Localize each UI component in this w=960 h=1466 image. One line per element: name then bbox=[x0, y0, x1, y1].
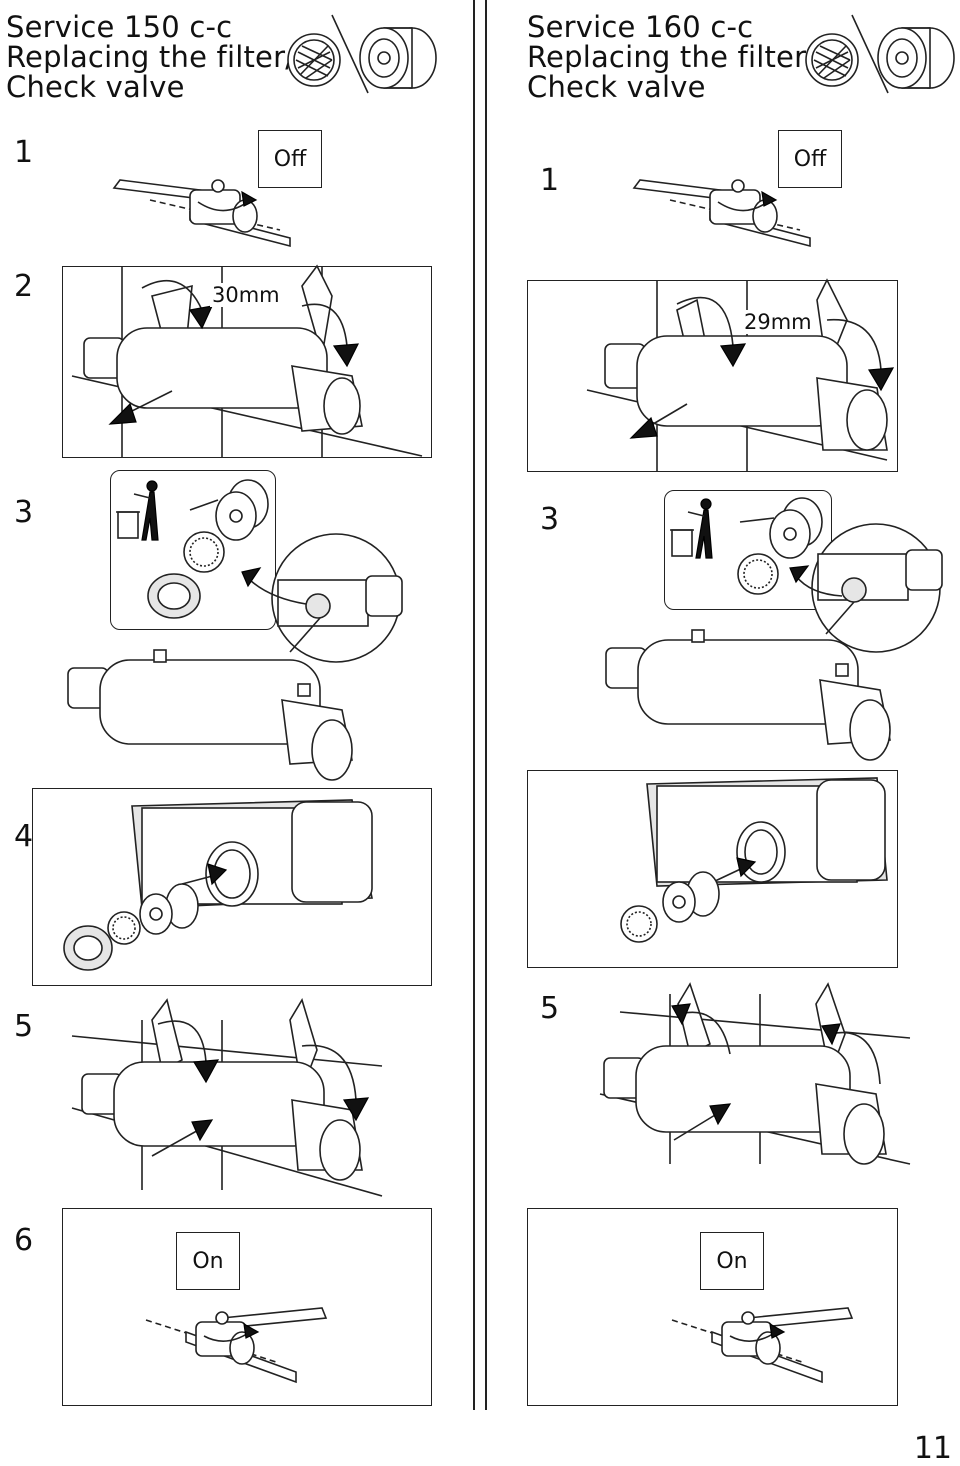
left-step-1-number: 1 bbox=[14, 135, 34, 170]
left-step-4-number: 4 bbox=[14, 819, 34, 854]
right-off-label: Off bbox=[778, 130, 842, 188]
right-old-parts-illustration bbox=[737, 497, 823, 595]
left-step-2-number: 2 bbox=[14, 269, 34, 304]
left-mixer-mount-illustration bbox=[71, 998, 383, 1197]
slash-divider-left bbox=[331, 14, 369, 94]
right-step-3-number: 3 bbox=[540, 502, 560, 537]
left-step-5-number: 5 bbox=[14, 1009, 34, 1044]
ball-valve-icon bbox=[112, 179, 291, 248]
right-insert-filter-illustration bbox=[620, 777, 888, 943]
right-mixer-body-illustration bbox=[605, 629, 891, 761]
left-title-line2: Replacing the filter/ bbox=[6, 40, 296, 74]
right-title-line1: Service 160 c-c bbox=[527, 10, 754, 44]
check-valve-icon bbox=[877, 27, 955, 89]
dispose-bin-icon bbox=[670, 498, 713, 559]
right-step-1-number: 1 bbox=[540, 163, 560, 198]
filter-icon bbox=[287, 33, 341, 87]
check-valve-icon bbox=[359, 27, 437, 89]
left-title-line3: Check valve bbox=[6, 70, 185, 104]
left-ball-valve-open-icon bbox=[145, 1307, 328, 1384]
left-detail-circle-illustration bbox=[241, 533, 403, 663]
left-off-label: Off bbox=[258, 130, 322, 188]
left-on-label: On bbox=[176, 1232, 240, 1290]
right-mixer-remove-illustration bbox=[586, 278, 895, 472]
left-dimension-label: 30mm bbox=[210, 283, 282, 307]
filter-icon bbox=[805, 33, 859, 87]
right-dimension-label: 29mm bbox=[742, 310, 814, 334]
left-insert-filter-illustration bbox=[63, 799, 373, 971]
left-mixer-remove-illustration bbox=[71, 264, 423, 458]
slash-divider-right bbox=[851, 14, 889, 94]
dispose-bin-icon bbox=[116, 480, 159, 541]
ball-valve-icon bbox=[632, 179, 811, 248]
page-number: 11 bbox=[913, 1431, 952, 1466]
right-step-5-number: 5 bbox=[540, 991, 560, 1026]
left-title-line1: Service 150 c-c bbox=[6, 10, 233, 44]
left-step-6-number: 6 bbox=[14, 1223, 34, 1258]
right-title-line2: Replacing the filter/ bbox=[527, 40, 817, 74]
left-old-parts-illustration bbox=[147, 479, 269, 619]
right-title-line3: Check valve bbox=[527, 70, 706, 104]
column-divider-1 bbox=[473, 0, 475, 1410]
right-on-label: On bbox=[700, 1232, 764, 1290]
right-ball-valve-open-icon bbox=[671, 1307, 854, 1384]
left-step-3-number: 3 bbox=[14, 495, 34, 530]
left-step-6-frame bbox=[62, 1208, 432, 1406]
right-detail-circle-illustration bbox=[789, 523, 943, 653]
right-mixer-mount-illustration bbox=[599, 982, 911, 1165]
left-mixer-body-illustration bbox=[67, 649, 353, 781]
column-divider-2 bbox=[485, 0, 487, 1410]
